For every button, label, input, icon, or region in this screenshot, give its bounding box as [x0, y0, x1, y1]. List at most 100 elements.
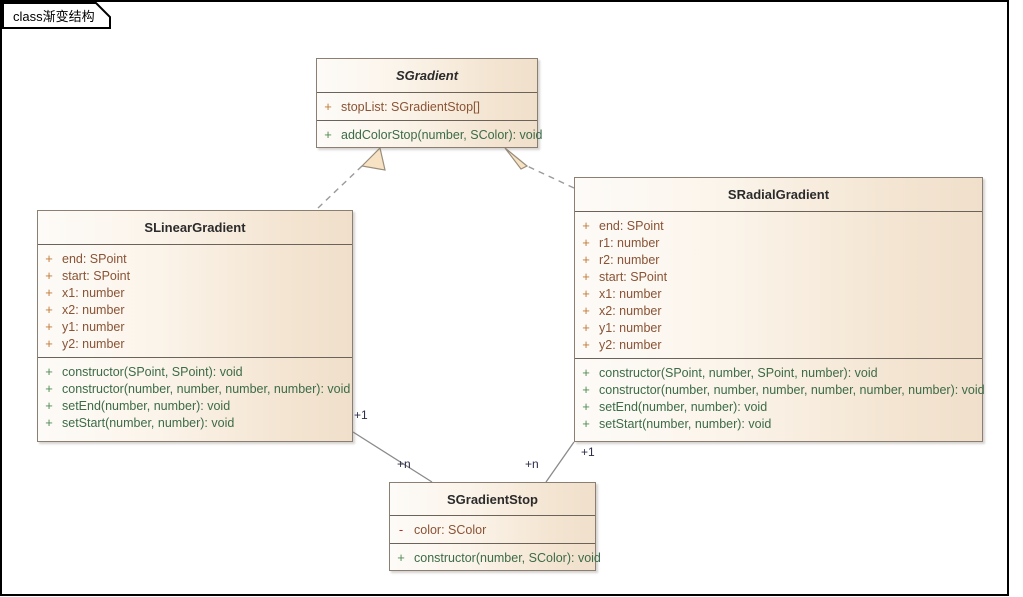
attributes-compartment-slineargradient: + end: SPoint + start: SPoint + x1: numb… [38, 245, 352, 357]
attribute-signature: y1: number [62, 319, 125, 334]
attribute-signature: stopList: SGradientStop[] [341, 99, 480, 114]
visibility-marker: + [582, 399, 590, 414]
visibility-marker: + [45, 336, 53, 351]
attribute-signature: x2: number [599, 303, 662, 318]
visibility-marker: + [582, 235, 590, 250]
attribute-row: + start: SPoint [38, 267, 352, 284]
attribute-signature: y2: number [599, 337, 662, 352]
visibility-marker: + [45, 319, 53, 334]
visibility-marker: + [45, 415, 53, 430]
visibility-marker: + [582, 269, 590, 284]
operation-row: + constructor(SPoint, number, SPoint, nu… [575, 364, 982, 381]
attribute-row: + x1: number [38, 284, 352, 301]
visibility-marker: + [582, 320, 590, 335]
operation-row: + constructor(number, number, number, nu… [38, 380, 352, 397]
operation-signature: constructor(SPoint, SPoint): void [62, 364, 243, 379]
attribute-signature: r2: number [599, 252, 660, 267]
attribute-signature: end: SPoint [599, 218, 664, 233]
attribute-row: + end: SPoint [38, 250, 352, 267]
attribute-row: + end: SPoint [575, 217, 982, 234]
attribute-row: + x2: number [575, 302, 982, 319]
attribute-row: + stopList: SGradientStop[] [317, 98, 537, 115]
operation-signature: constructor(SPoint, number, SPoint, numb… [599, 365, 878, 380]
attribute-signature: start: SPoint [599, 269, 668, 284]
operation-signature: constructor(number, number, number, numb… [599, 382, 985, 397]
frame-tab-shape [2, 2, 111, 29]
multiplicity-radial-source: +1 [581, 445, 595, 459]
class-name-sradialgradient: SRadialGradient [575, 178, 982, 212]
attribute-row: + y1: number [38, 318, 352, 335]
operation-row: + constructor(SPoint, SPoint): void [38, 363, 352, 380]
attribute-row: + r2: number [575, 251, 982, 268]
attribute-row: + start: SPoint [575, 268, 982, 285]
operation-signature: constructor(number, number, number, numb… [62, 381, 351, 396]
operation-row: + setEnd(number, number): void [38, 397, 352, 414]
frame-title-label: class渐变结构 [13, 9, 95, 24]
visibility-marker: + [397, 550, 405, 565]
operation-signature: constructor(number, SColor): void [414, 550, 601, 565]
visibility-marker: + [582, 382, 590, 397]
operation-row: + setEnd(number, number): void [575, 398, 982, 415]
attribute-row: + x2: number [38, 301, 352, 318]
class-name-sgradient: SGradient [317, 59, 537, 93]
class-name-slineargradient: SLinearGradient [38, 211, 352, 245]
visibility-marker: + [45, 268, 53, 283]
operation-row: + setStart(number, number): void [38, 414, 352, 431]
visibility-marker: + [45, 381, 53, 396]
attribute-signature: end: SPoint [62, 251, 127, 266]
class-box-slineargradient[interactable]: SLinearGradient + end: SPoint + start: S… [37, 210, 353, 442]
attribute-row: + x1: number [575, 285, 982, 302]
multiplicity-linear-target: +n [397, 457, 411, 471]
attributes-compartment-sgradient: + stopList: SGradientStop[] [317, 93, 537, 120]
operation-signature: setStart(number, number): void [599, 416, 772, 431]
operation-row: + addColorStop(number, SColor): void [317, 126, 542, 143]
attribute-row: + y2: number [575, 336, 982, 353]
visibility-marker: + [45, 285, 53, 300]
attribute-signature: r1: number [599, 235, 660, 250]
attributes-compartment-sradialgradient: + end: SPoint + r1: number + r2: number … [575, 212, 982, 358]
visibility-marker: + [324, 127, 332, 142]
attribute-row: + y1: number [575, 319, 982, 336]
operation-signature: setStart(number, number): void [62, 415, 235, 430]
operation-row: + constructor(number, number, number, nu… [575, 381, 985, 398]
visibility-marker: + [45, 302, 53, 317]
class-box-sgradient[interactable]: SGradient + stopList: SGradientStop[] + … [316, 58, 543, 148]
operations-compartment-slineargradient: + constructor(SPoint, SPoint): void + co… [38, 357, 352, 436]
multiplicity-linear-source: +1 [354, 408, 368, 422]
attribute-signature: color: SColor [414, 522, 487, 537]
attribute-row: - color: SColor [390, 521, 595, 538]
operations-compartment-sgradientstop: + constructor(number, SColor): void [390, 543, 601, 571]
operations-compartment-sradialgradient: + constructor(SPoint, number, SPoint, nu… [575, 358, 985, 437]
visibility-marker: + [582, 286, 590, 301]
visibility-marker: - [398, 522, 404, 537]
visibility-marker: + [582, 337, 590, 352]
frame-title-tab: class渐变结构 [2, 2, 112, 29]
attribute-signature: y1: number [599, 320, 662, 335]
class-box-sradialgradient[interactable]: SRadialGradient + end: SPoint + r1: numb… [574, 177, 985, 442]
visibility-marker: + [582, 218, 590, 233]
attribute-signature: x1: number [599, 286, 662, 301]
operation-signature: addColorStop(number, SColor): void [341, 127, 543, 142]
visibility-marker: + [45, 364, 53, 379]
attribute-signature: y2: number [62, 336, 125, 351]
operation-signature: setEnd(number, number): void [599, 399, 768, 414]
class-name-sgradientstop: SGradientStop [390, 483, 595, 516]
attribute-row: + y2: number [38, 335, 352, 352]
visibility-marker: + [582, 252, 590, 267]
operations-compartment-sgradient: + addColorStop(number, SColor): void [317, 120, 543, 148]
visibility-marker: + [324, 99, 332, 114]
visibility-marker: + [45, 251, 53, 266]
visibility-marker: + [582, 416, 590, 431]
multiplicity-radial-target: +n [525, 457, 539, 471]
attribute-row: + r1: number [575, 234, 982, 251]
visibility-marker: + [45, 398, 53, 413]
visibility-marker: + [582, 365, 590, 380]
operation-row: + constructor(number, SColor): void [390, 549, 601, 566]
attribute-signature: start: SPoint [62, 268, 131, 283]
visibility-marker: + [582, 303, 590, 318]
attribute-signature: x2: number [62, 302, 125, 317]
attribute-signature: x1: number [62, 285, 125, 300]
class-box-sgradientstop[interactable]: SGradientStop - color: SColor + construc… [389, 482, 601, 571]
operation-signature: setEnd(number, number): void [62, 398, 231, 413]
attributes-compartment-sgradientstop: - color: SColor [390, 516, 595, 543]
